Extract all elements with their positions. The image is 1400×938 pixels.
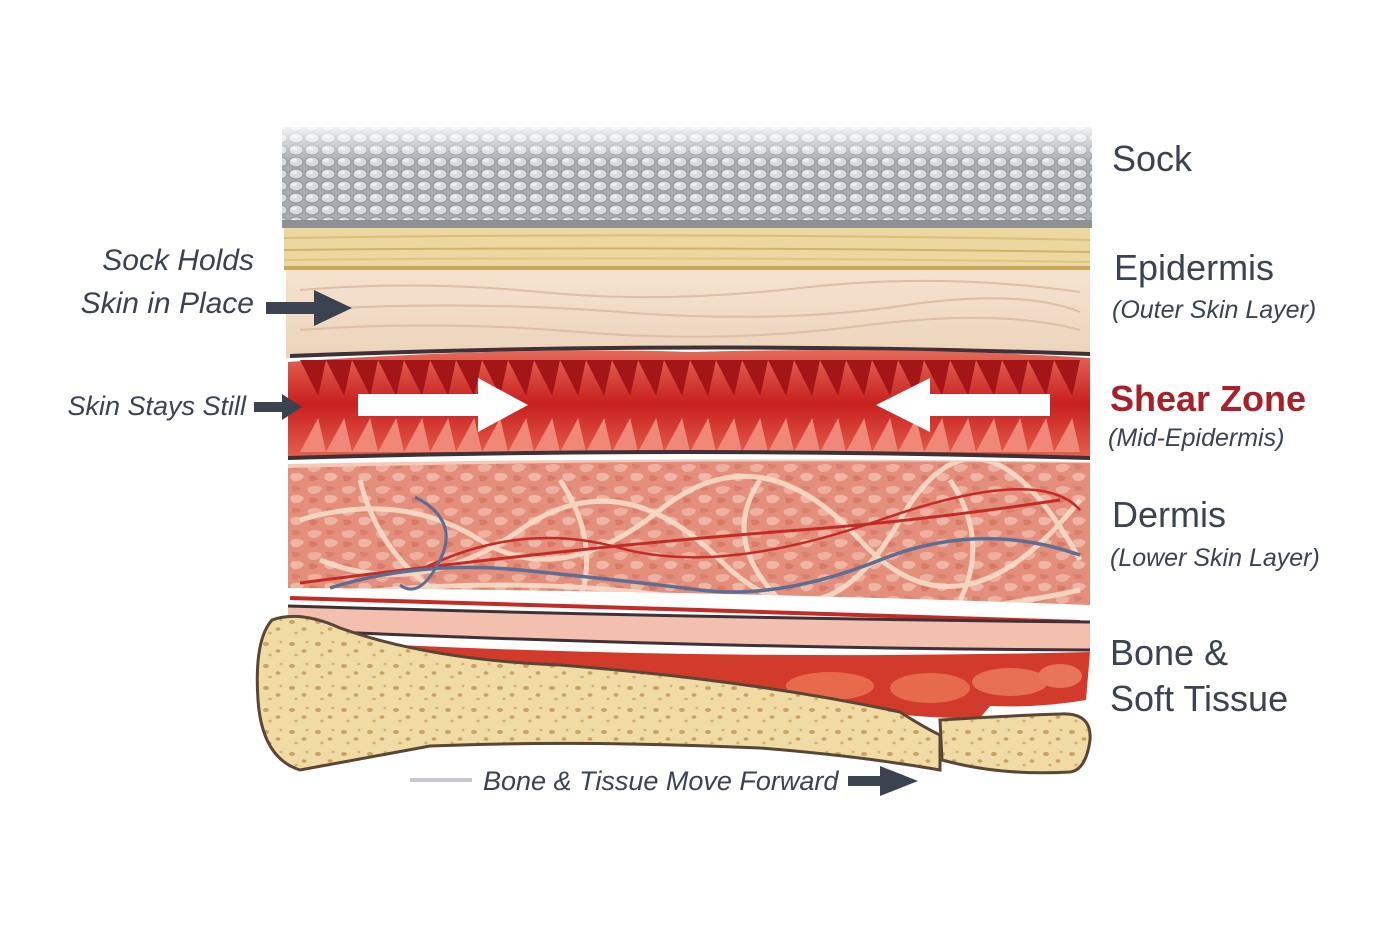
label-epidermis-sub: (Outer Skin Layer) xyxy=(1112,296,1317,324)
label-shear-zone: Shear Zone xyxy=(1110,378,1307,419)
shear-arrow-left xyxy=(876,378,1050,432)
bone-moves-arrow xyxy=(848,766,918,796)
skin-stays-arrow xyxy=(254,394,302,420)
shear-arrow-right xyxy=(358,378,528,432)
callout-bone-tissue-move: Bone & Tissue Move Forward xyxy=(483,766,839,796)
callout-sock-holds-line2: Skin in Place xyxy=(80,287,254,320)
label-dermis: Dermis xyxy=(1112,494,1226,535)
callout-sock-holds-line1: Sock Holds xyxy=(102,244,254,277)
label-bone-line2: Soft Tissue xyxy=(1110,678,1289,719)
shear-teeth-bottom xyxy=(300,418,1080,452)
label-bone-line1: Bone & xyxy=(1110,632,1229,673)
sock-holds-arrow xyxy=(266,290,352,326)
callout-skin-stays-still: Skin Stays Still xyxy=(67,391,246,421)
shear-teeth-top xyxy=(300,360,1080,396)
epidermis-band xyxy=(283,228,1091,270)
epidermis-layer xyxy=(286,270,1091,358)
bone-moves-trail xyxy=(410,778,472,782)
label-epidermis: Epidermis xyxy=(1114,247,1275,288)
shear-zone-layer xyxy=(287,350,1091,460)
dermis-layer xyxy=(287,459,1091,652)
label-sock: Sock xyxy=(1112,138,1193,179)
sock-layer xyxy=(282,127,1092,228)
bone xyxy=(255,614,1092,775)
label-shear-zone-sub: (Mid-Epidermis) xyxy=(1108,424,1285,452)
label-dermis-sub: (Lower Skin Layer) xyxy=(1110,544,1320,572)
